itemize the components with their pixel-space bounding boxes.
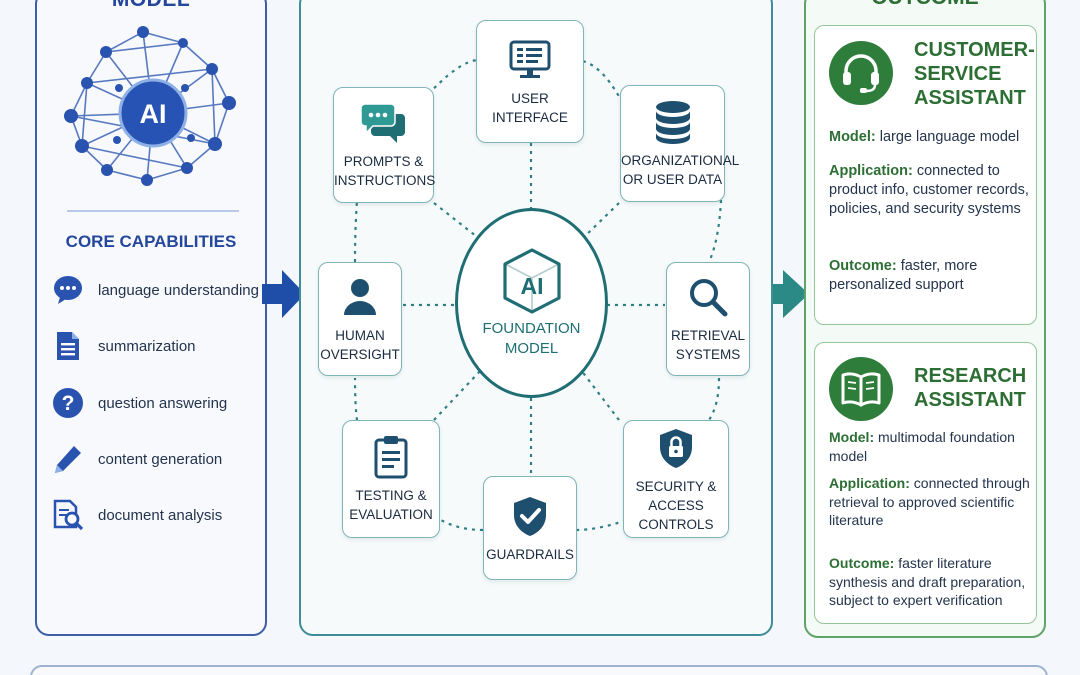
capability-label: summarization xyxy=(98,337,196,355)
node-testing-evaluation: TESTING & EVALUATION xyxy=(342,420,440,538)
shield-check-icon xyxy=(507,493,553,539)
capability-label: document analysis xyxy=(98,506,223,524)
node-label: ORGANIZATIONAL OR USER DATA xyxy=(621,152,740,187)
flow-arrow-left xyxy=(262,270,305,318)
person-icon xyxy=(337,274,383,320)
node-label: HUMAN OVERSIGHT xyxy=(320,328,400,362)
capability-label: question answering xyxy=(98,394,228,412)
ai-cube-icon: AI xyxy=(502,248,561,314)
node-label: PROMPTS & INSTRUCTIONS xyxy=(334,154,436,188)
outcome-panel-title: OUTCOME xyxy=(806,0,1044,10)
card-title: CUSTOMER-SERVICE ASSISTANT xyxy=(914,39,1035,109)
card-title: RESEARCH ASSISTANT xyxy=(914,365,1027,411)
outcome-panel: OUTCOME CUSTOMER-SERVICE ASSISTANT Model… xyxy=(804,0,1046,638)
capability-question-answering: ? question answering xyxy=(51,385,267,421)
capability-content-generation: content generation xyxy=(51,441,267,477)
capability-label: content generation xyxy=(98,450,223,468)
node-label: USER INTERFACE xyxy=(492,90,568,125)
node-label: RETRIEVAL SYSTEMS xyxy=(670,328,746,362)
question-icon: ? xyxy=(51,386,85,420)
magnifier-icon xyxy=(685,274,731,320)
node-label: TESTING & EVALUATION xyxy=(349,488,433,522)
card-outcome-line: Outcome: faster, more personalized suppo… xyxy=(829,258,978,293)
document-search-icon xyxy=(51,498,85,532)
card-outcome-line: Outcome: faster literature synthesis and… xyxy=(829,555,1026,608)
node-guardrails: GUARDRAILS xyxy=(483,476,577,580)
monitor-icon xyxy=(507,37,553,83)
shield-lock-icon xyxy=(653,425,699,471)
hub-label: FOUNDATION MODEL xyxy=(482,320,581,357)
hub-ai-text: AI xyxy=(520,273,543,299)
core-capabilities-title: CORE CAPABILITIES xyxy=(65,232,237,251)
chat-bubble-icon xyxy=(51,273,85,307)
capability-document-analysis: document analysis xyxy=(51,497,267,533)
node-label: SECURITY & ACCESS CONTROLS xyxy=(635,478,717,532)
model-panel: MODEL AI CORE CAPA xyxy=(35,0,267,636)
capability-label: language understanding xyxy=(98,281,259,299)
card-application-line: Application: connected to product info, … xyxy=(829,163,1029,217)
pencil-icon xyxy=(51,442,85,476)
book-icon xyxy=(829,357,893,421)
ai-badge-text: AI xyxy=(140,99,167,129)
model-panel-title: MODEL xyxy=(37,0,265,12)
node-human-oversight: HUMAN OVERSIGHT xyxy=(318,262,402,376)
foundation-model-hub: AI FOUNDATION MODEL xyxy=(455,208,608,398)
clipboard-icon xyxy=(368,434,414,480)
node-user-interface: USER INTERFACE xyxy=(476,20,584,143)
headset-icon xyxy=(829,41,893,105)
database-icon xyxy=(650,99,696,145)
capability-language-understanding: language understanding xyxy=(51,272,267,308)
card-model-line: Model: large language model xyxy=(829,129,1020,145)
capability-summarization: summarization xyxy=(51,328,267,364)
card-application-line: Application: connected through retrieval… xyxy=(829,475,1030,528)
node-security-access-controls: SECURITY & ACCESS CONTROLS xyxy=(623,420,729,538)
svg-text:?: ? xyxy=(62,392,75,415)
node-prompts-instructions: PROMPTS & INSTRUCTIONS xyxy=(333,87,436,203)
document-icon xyxy=(51,329,85,363)
section-divider xyxy=(67,210,239,212)
node-organizational-data: ORGANIZATIONAL OR USER DATA xyxy=(620,85,740,202)
outcome-card-research: RESEARCH ASSISTANT Model: multimodal fou… xyxy=(814,342,1037,624)
node-label: GUARDRAILS xyxy=(486,546,574,562)
outcome-card-customer-service: CUSTOMER-SERVICE ASSISTANT Model: large … xyxy=(814,25,1037,325)
ai-network-illustration: AI xyxy=(64,26,236,186)
card-model-line: Model: multimodal foundation model xyxy=(829,429,1015,464)
node-retrieval-systems: RETRIEVAL SYSTEMS xyxy=(666,262,750,376)
chat-bubbles-icon xyxy=(360,100,407,146)
bottom-panel xyxy=(30,665,1048,675)
